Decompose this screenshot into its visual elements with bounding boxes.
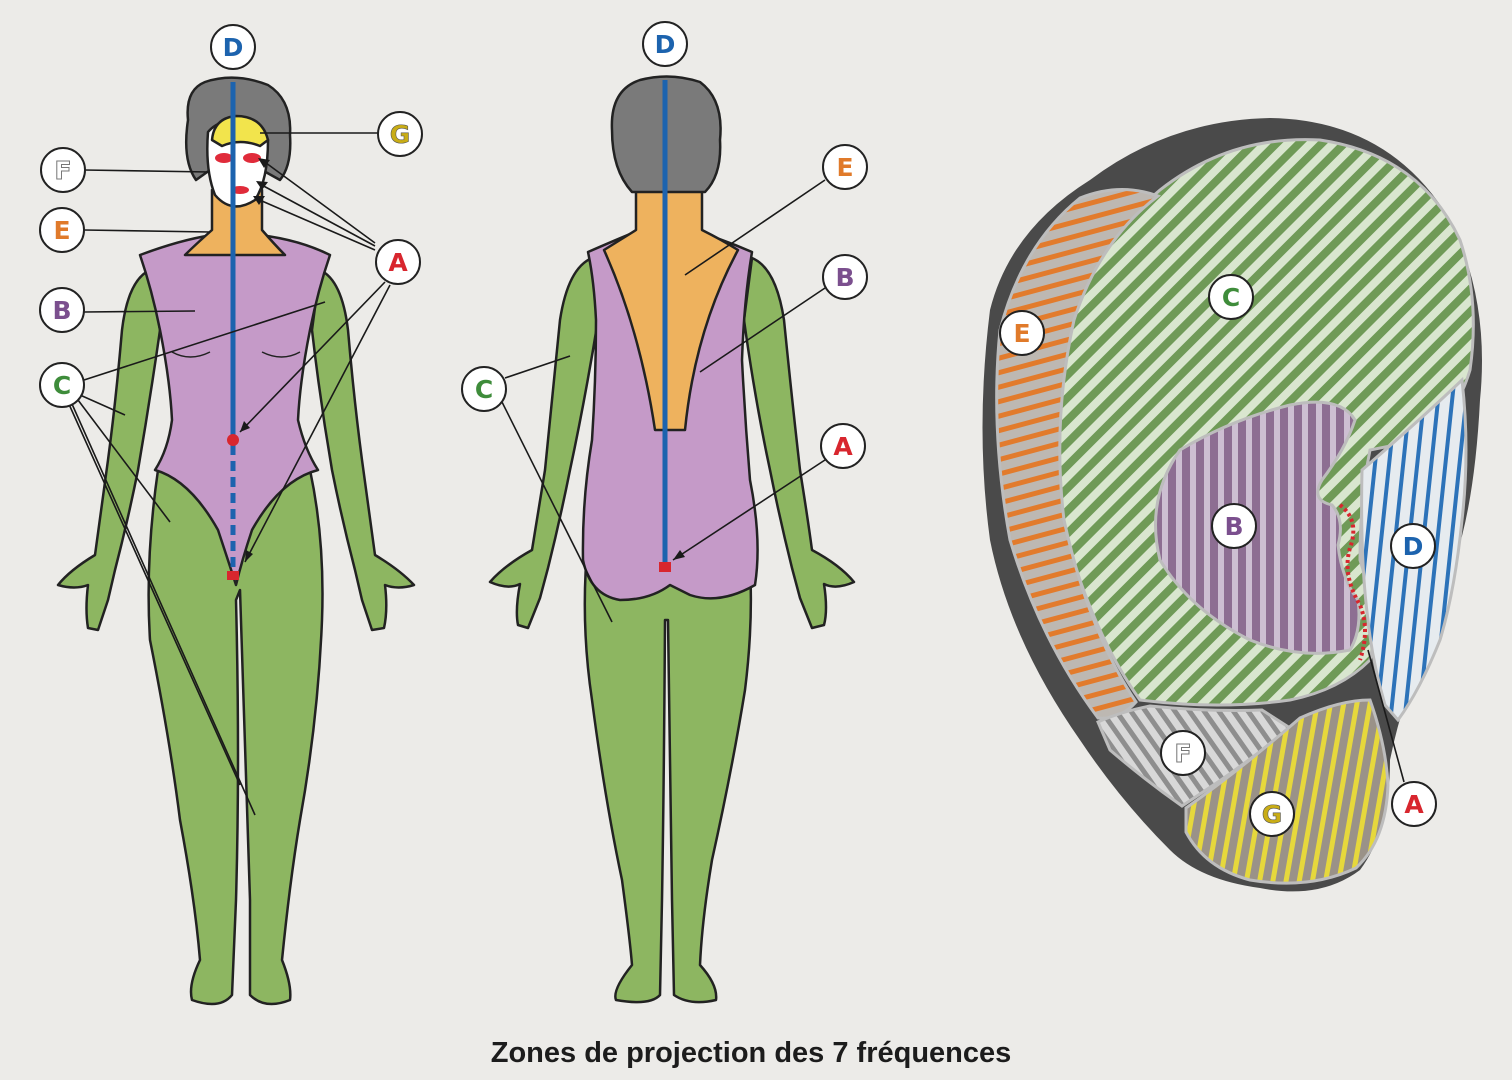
svg-text:E: E [836,153,853,182]
back-legs [583,538,753,1004]
svg-text:E: E [53,216,70,245]
ear-badge-c: C [1208,274,1254,320]
svg-text:B: B [52,296,71,325]
front-a-point-upper [227,434,239,446]
back-badge-a: A [820,423,866,469]
front-badge-b: B [39,287,85,333]
back-badge-c: C [461,366,507,412]
back-right-arm [742,256,856,630]
front-forehead [210,114,270,148]
front-left-arm [56,268,162,632]
back-figure [488,75,856,1004]
svg-text:G: G [1262,800,1283,829]
svg-text:G: G [390,120,411,149]
front-left-eye [215,153,233,163]
ear-tragus-line [1338,503,1367,661]
ear-badge-f: F [1160,730,1206,776]
front-a-point-lower [227,571,239,580]
back-left-arm [488,256,600,630]
svg-text:A: A [833,432,853,461]
svg-text:E: E [1013,319,1030,348]
connector-lines [67,132,829,816]
ear-badge-a: A [1367,649,1437,827]
front-right-arm [310,268,416,632]
ear-badge-g: G [1249,791,1295,837]
svg-text:C: C [475,375,493,404]
connector-arrowheads [240,158,685,562]
svg-text:F: F [1174,739,1191,768]
back-badge-b: B [822,254,868,300]
svg-text:A: A [388,248,408,277]
back-a-point [659,562,671,572]
front-figure [56,76,416,1006]
front-badge-d: D [210,24,256,70]
svg-text:D: D [1403,532,1424,561]
ear-badge-b: B [1211,503,1257,549]
front-badge-a: A [375,239,421,285]
svg-text:A: A [1404,790,1424,819]
svg-text:C: C [53,371,71,400]
ear-zone-b [1154,400,1361,655]
diagram-caption: Zones de projection des 7 fréquences [491,1037,1012,1069]
svg-text:D: D [223,33,244,62]
svg-text:D: D [655,30,676,59]
svg-text:B: B [835,263,854,292]
front-badge-g: G [377,111,423,157]
back-badge-d: D [642,21,688,67]
front-badge-c: C [39,362,85,408]
svg-text:B: B [1224,512,1243,541]
ear-zone-g [1184,698,1390,885]
front-badge-f: F [40,147,86,193]
front-legs [147,468,324,1006]
front-right-eye [243,153,261,163]
front-badge-e: E [39,207,85,253]
front-chest-lines [171,351,301,358]
back-badge-e: E [822,144,868,190]
svg-text:F: F [54,156,71,185]
ear-badge-e: E [999,310,1045,356]
svg-text:C: C [1222,283,1240,312]
ear-badge-d: D [1390,523,1436,569]
back-neck-zone [602,183,740,432]
